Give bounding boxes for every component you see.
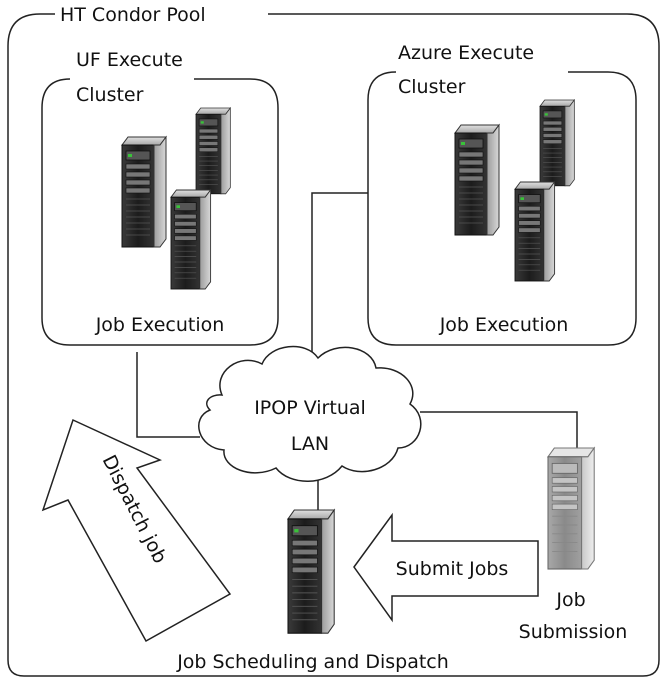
azure-cluster-box xyxy=(367,71,637,346)
pool-border xyxy=(7,13,660,677)
uf-cluster-box xyxy=(41,78,279,346)
ipop-lan-label-line2: LAN xyxy=(291,433,329,455)
submission-server-icon xyxy=(547,447,595,570)
scheduler-server-icon xyxy=(287,509,335,634)
azure-server-icon-3 xyxy=(514,181,556,282)
scheduler-label: Job Scheduling and Dispatch xyxy=(176,651,449,673)
submission-label-line2: Submission xyxy=(519,621,628,643)
azure-cluster-title-line2: Cluster xyxy=(398,76,466,98)
uf-cluster-role: Job Execution xyxy=(95,314,225,336)
uf-server-icon-2 xyxy=(195,107,231,195)
link-uf-to-lan xyxy=(136,352,200,438)
azure-cluster-title-line1: Azure Execute xyxy=(398,42,534,64)
azure-server-icon-1 xyxy=(454,124,500,236)
uf-server-icon-1 xyxy=(121,136,167,248)
ipop-lan-cloud xyxy=(198,345,422,482)
azure-cluster-role: Job Execution xyxy=(439,314,569,336)
uf-cluster-title-line1: UF Execute xyxy=(76,49,183,71)
submission-label-line1: Job xyxy=(555,589,585,611)
submit-arrow-label: Submit Jobs xyxy=(396,558,509,580)
uf-cluster-title-line2: Cluster xyxy=(76,84,144,106)
link-azure-to-lan xyxy=(311,192,368,355)
pool-title: HT Condor Pool xyxy=(60,4,206,26)
ipop-lan-label-line1: IPOP Virtual xyxy=(254,397,366,419)
azure-server-icon-2 xyxy=(539,99,575,187)
link-lan-to-submission xyxy=(420,411,578,448)
dispatch-arrow xyxy=(41,418,232,643)
submit-arrow xyxy=(353,512,539,623)
uf-server-icon-3 xyxy=(170,189,212,290)
